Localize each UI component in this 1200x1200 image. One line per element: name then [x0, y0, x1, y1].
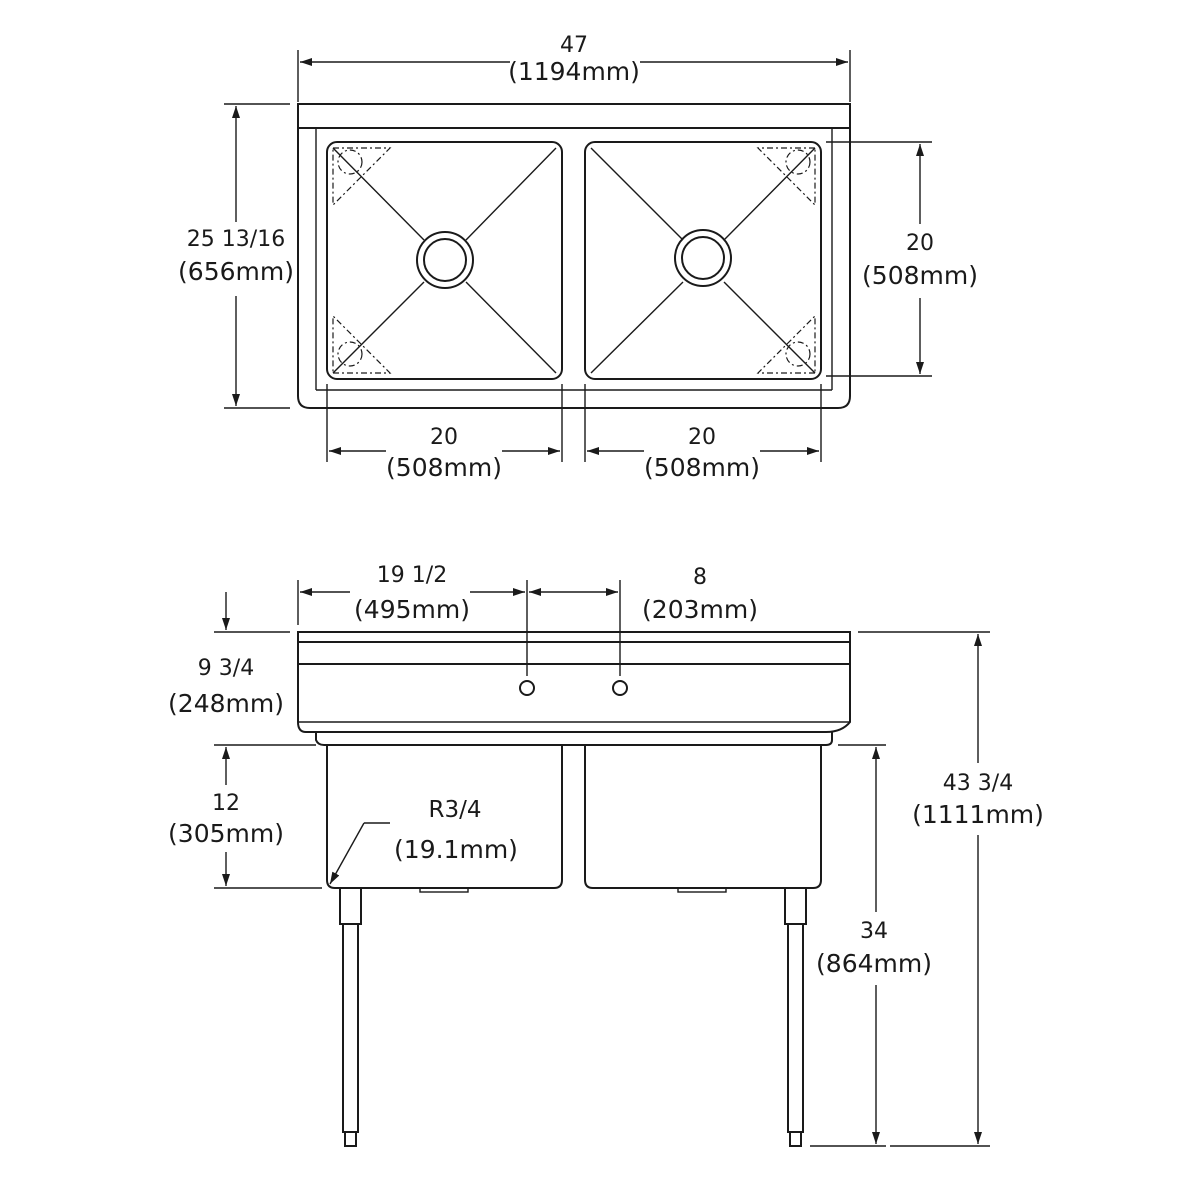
- rim-height-inches: 34: [860, 919, 888, 944]
- bowl-height-inches: 12: [212, 791, 240, 816]
- left-drain: [416, 231, 474, 289]
- overall-depth-inches: 25 13/16: [187, 227, 285, 252]
- overall-depth-mm: (656mm): [178, 257, 294, 286]
- backsplash-height-inches: 9 3/4: [198, 656, 254, 681]
- corner-radius-mm: (19.1mm): [394, 835, 518, 864]
- backsplash: [297, 631, 851, 733]
- front-view: 19 1/2 (495mm) 8 (203mm) 9 3/4 (248mm) 1…: [168, 563, 1044, 1147]
- faucet-offset-mm: (495mm): [354, 595, 470, 624]
- faucet-spacing-mm: (203mm): [642, 595, 758, 624]
- faucet-hole-left: [519, 680, 535, 696]
- bowl-height-mm: (305mm): [168, 819, 284, 848]
- faucet-hole-right: [612, 680, 628, 696]
- overall-height-mm: (1111mm): [912, 800, 1044, 829]
- right-bowl-top: [584, 141, 822, 380]
- top-view: 47 (1194mm): [178, 33, 978, 482]
- left-leg: [339, 887, 362, 1147]
- left-bowl-top: [326, 141, 563, 380]
- faucet-offset-inches: 19 1/2: [377, 563, 447, 588]
- bowl-depth-inches: 20: [906, 231, 934, 256]
- right-leg: [784, 887, 807, 1147]
- right-drain: [674, 229, 732, 287]
- left-bowl-width-inches: 20: [430, 425, 458, 450]
- corner-radius-label: R3/4: [429, 797, 482, 823]
- right-bowl-front: [584, 745, 822, 889]
- left-bowl-width-mm: (508mm): [386, 453, 502, 482]
- overall-height-inches: 43 3/4: [943, 771, 1013, 796]
- right-bowl-width-mm: (508mm): [644, 453, 760, 482]
- rim-height-mm: (864mm): [816, 949, 932, 978]
- right-bowl-width-inches: 20: [688, 425, 716, 450]
- bowl-depth-mm: (508mm): [862, 261, 978, 290]
- faucet-spacing-inches: 8: [693, 565, 707, 590]
- overall-width-mm: (1194mm): [508, 57, 640, 86]
- backsplash-height-mm: (248mm): [168, 689, 284, 718]
- sink-top-outline: [297, 103, 851, 409]
- overall-width-inches: 47: [560, 33, 588, 58]
